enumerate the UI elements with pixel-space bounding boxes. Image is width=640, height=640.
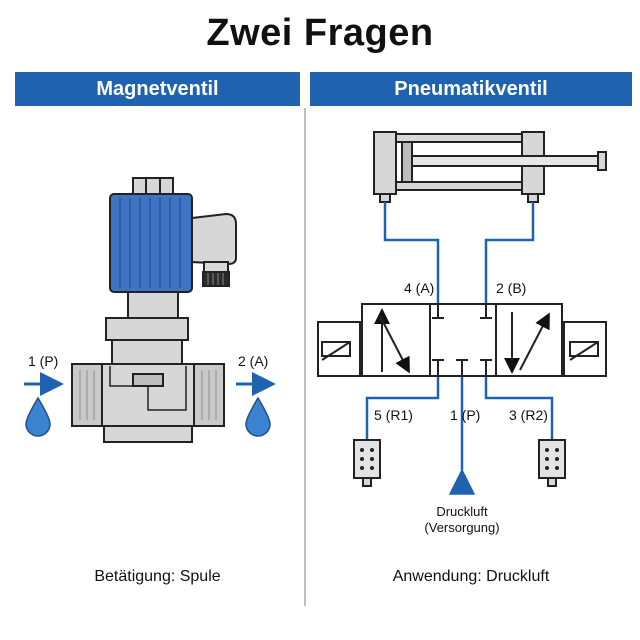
page-title: Zwei Fragen — [206, 12, 434, 54]
solenoid-caption: Betätigung: Spule — [94, 568, 221, 585]
directional-valve-symbol — [317, 303, 607, 377]
port-label-3r2: 3 (R2) — [509, 407, 548, 423]
air-lines — [365, 202, 554, 470]
pneumatic-cylinder — [373, 131, 607, 203]
solenoid-valve-header: Magnetventil — [15, 72, 300, 106]
pneumatic-caption: Anwendung: Druckluft — [392, 568, 550, 585]
supply-sublabel: (Versorgung) — [424, 520, 499, 535]
solenoid-coil — [109, 193, 193, 293]
solenoid-valve: 1 (P) 2 (A) — [24, 177, 276, 443]
exhaust-silencer-r2 — [538, 439, 566, 487]
water-drop-icon — [25, 396, 51, 437]
port-label-5r1: 5 (R1) — [374, 407, 413, 423]
valve-body — [71, 363, 225, 443]
supply-label: Druckluft — [436, 504, 488, 519]
pneumatic-valve-header: Pneumatikventil — [310, 72, 632, 106]
panel-divider — [304, 108, 306, 606]
top-nut — [132, 177, 174, 195]
port-label-2b: 2 (B) — [496, 280, 526, 296]
pressure-source-icon — [448, 468, 476, 495]
coil-connector — [191, 212, 237, 287]
water-drop-icon — [245, 396, 271, 437]
port-label-4a: 4 (A) — [404, 280, 434, 296]
port-label-out: 2 (A) — [238, 353, 268, 369]
port-label-1p: 1 (P) — [450, 407, 480, 423]
port-label-in: 1 (P) — [28, 353, 58, 369]
exhaust-silencer-r1 — [353, 439, 381, 487]
armature-tube — [105, 291, 189, 365]
